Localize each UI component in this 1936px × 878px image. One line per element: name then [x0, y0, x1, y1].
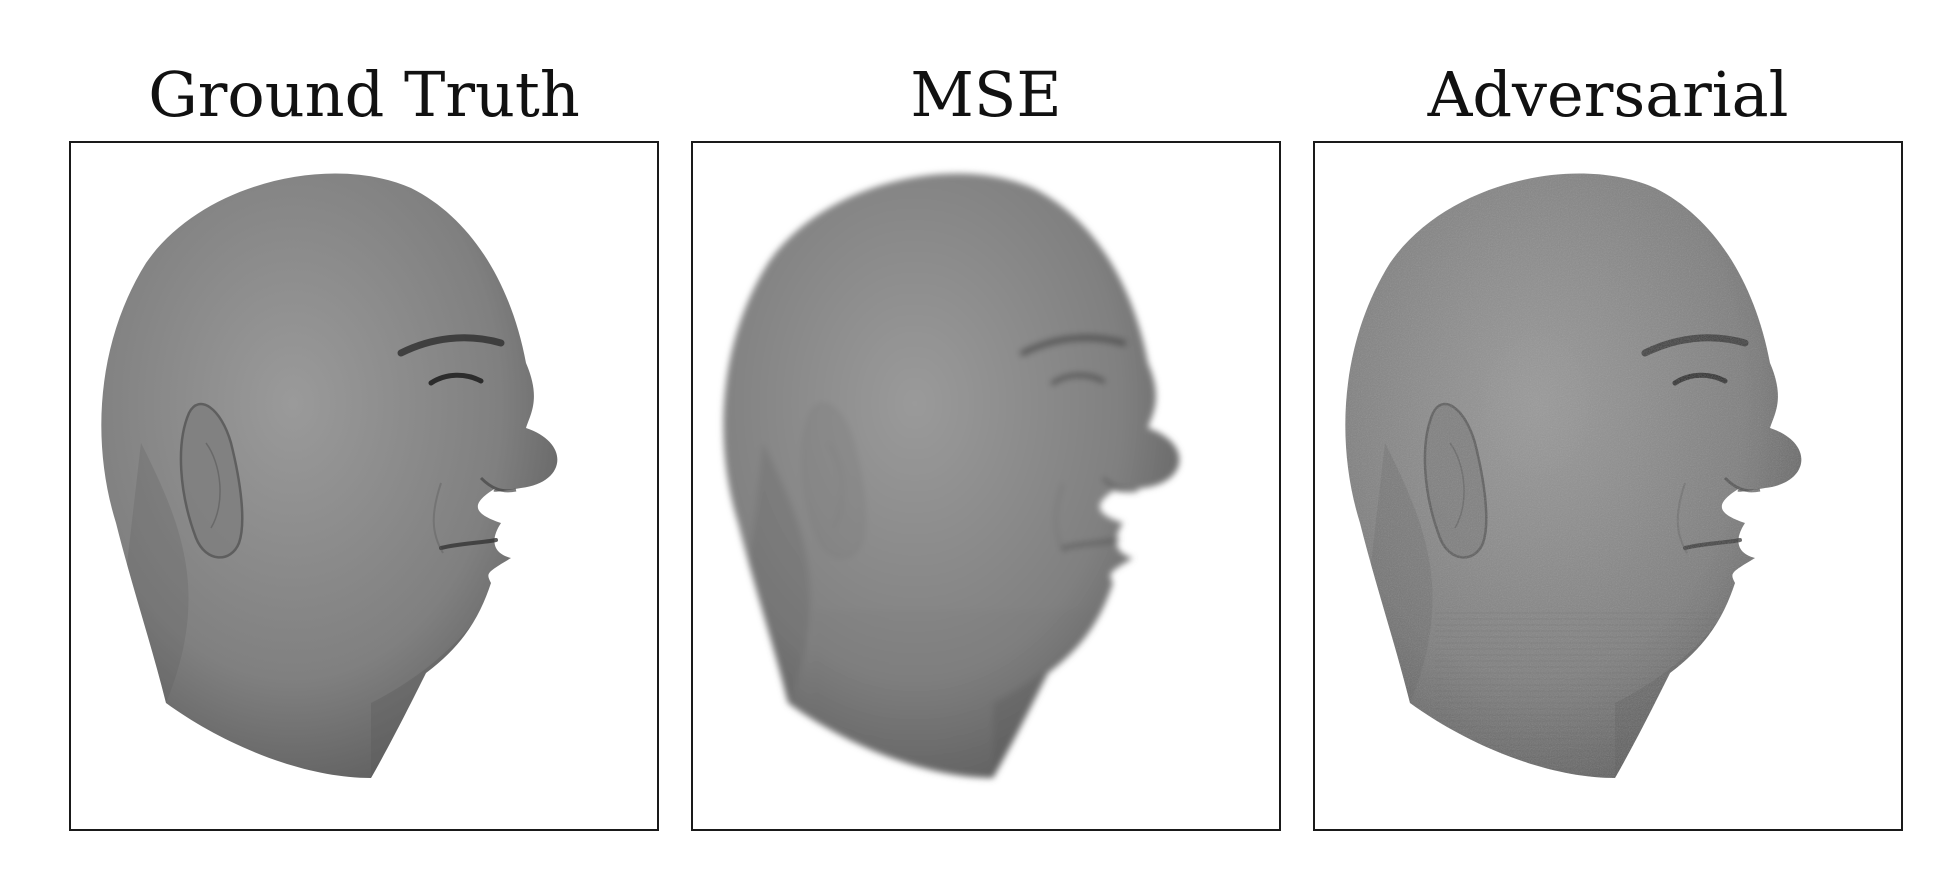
image-frame — [69, 141, 659, 831]
head-profile-image-mse — [723, 173, 1180, 778]
panel-title: Adversarial — [1427, 58, 1789, 131]
image-frame — [1313, 141, 1903, 831]
head-profile-image-adversarial — [1345, 173, 1802, 778]
panel-ground-truth: Ground Truth — [69, 0, 659, 840]
head-profile-image-ground-truth — [101, 173, 558, 778]
head-shape — [1345, 173, 1802, 778]
ear — [1423, 402, 1488, 559]
eye — [1050, 372, 1106, 386]
eyebrow — [397, 334, 505, 357]
eyebrow — [1641, 334, 1749, 357]
panel-mse: MSE — [691, 0, 1281, 840]
panel-title: MSE — [910, 58, 1062, 131]
eyebrow — [1019, 334, 1127, 357]
image-frame — [691, 141, 1281, 831]
eye — [1672, 372, 1728, 386]
ear — [802, 403, 865, 558]
mouth — [439, 538, 498, 550]
mouth — [1683, 538, 1742, 550]
eye — [428, 372, 484, 386]
panel-adversarial: Adversarial — [1313, 0, 1903, 840]
head-shape — [101, 173, 558, 778]
panel-title: Ground Truth — [148, 58, 580, 131]
ear — [179, 402, 244, 559]
head-shape — [723, 173, 1180, 778]
mouth — [1061, 538, 1120, 550]
